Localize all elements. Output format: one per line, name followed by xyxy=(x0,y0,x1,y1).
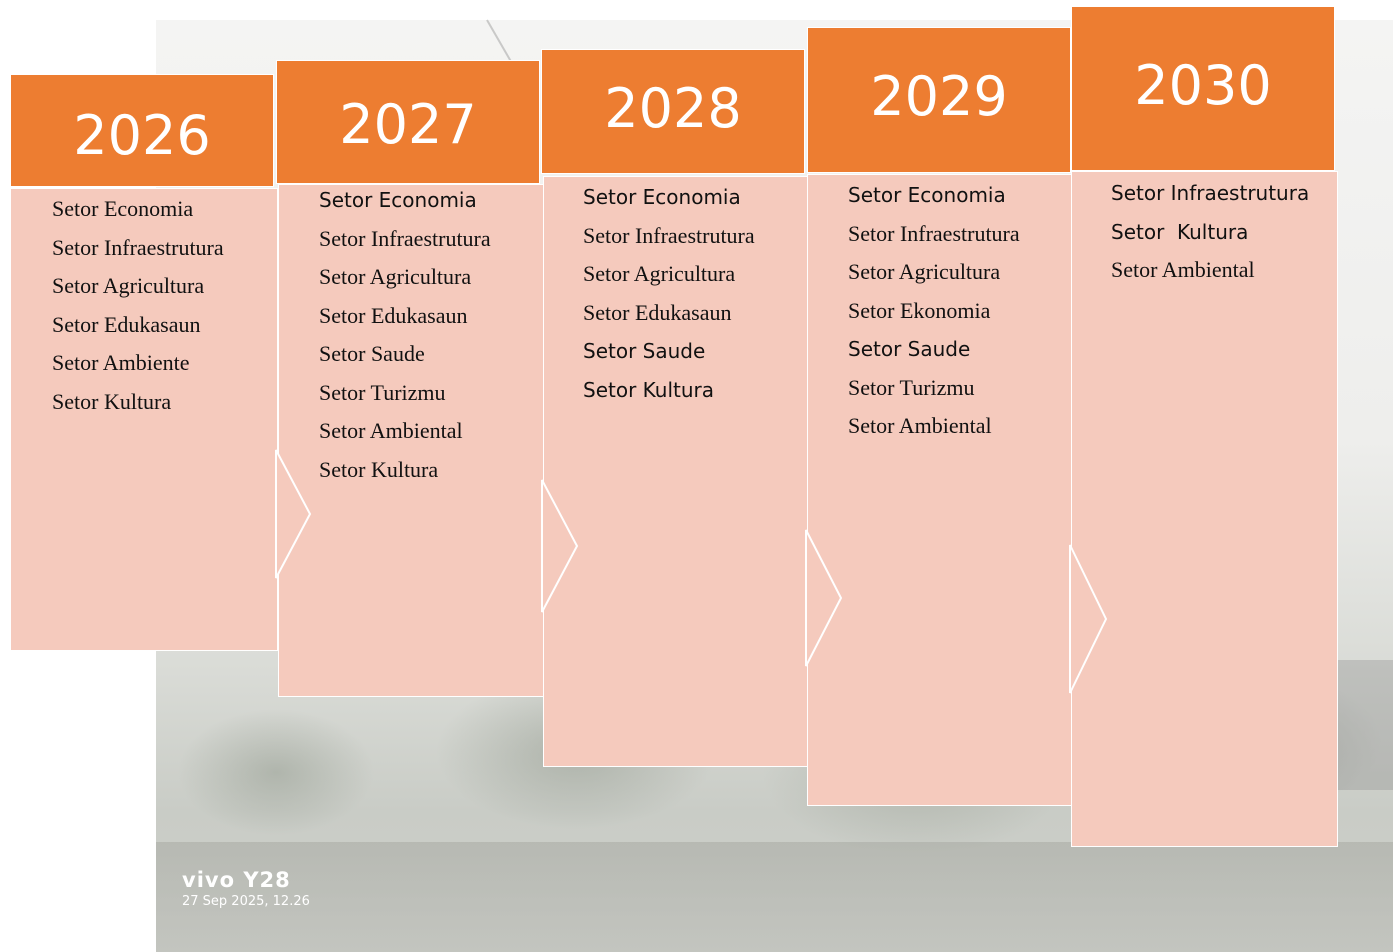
sector-item: Setor Ambiente xyxy=(52,350,190,375)
sector-list: Setor Economia Setor Infraestrutura Seto… xyxy=(319,181,491,489)
watermark-brand: vivo Y28 xyxy=(182,868,291,892)
sector-item: Setor Economia xyxy=(319,188,477,212)
sector-item: Setor Edukasaun xyxy=(52,311,201,337)
sector-item: Setor Economia xyxy=(848,183,1006,207)
chevron-arrow-icon xyxy=(275,449,312,579)
sector-item: Setor Ekonomia xyxy=(848,297,991,323)
sector-item: Setor Saude xyxy=(848,337,971,361)
column-body xyxy=(543,176,809,767)
camera-watermark: vivo Y28 27 Sep 2025, 12.26 xyxy=(182,868,310,909)
sector-item: Setor Infraestrutura xyxy=(583,222,755,248)
column-body xyxy=(1071,171,1338,847)
sector-item: Setor Agricultura xyxy=(52,273,205,298)
sector-item: Setor Kultura xyxy=(52,388,172,414)
year-header: 2027 xyxy=(276,60,540,184)
sector-item: Setor Infraestrutura xyxy=(319,225,491,251)
sector-list: Setor Economia Setor Infraestrutura Seto… xyxy=(583,178,755,409)
background-ground xyxy=(156,842,1393,952)
column-body xyxy=(807,174,1073,806)
sector-item: Setor Saude xyxy=(319,341,425,366)
sector-item: Setor Economia xyxy=(52,196,194,221)
sector-item: Setor Infraestrutura xyxy=(848,220,1020,246)
sector-item: Setor Economia xyxy=(583,185,741,209)
sector-item: Setor Kultura xyxy=(319,456,439,482)
year-header: 2029 xyxy=(807,27,1071,173)
sector-item: Setor Agricultura xyxy=(319,264,472,289)
column-body xyxy=(10,188,278,651)
year-header: 2030 xyxy=(1071,6,1335,171)
sector-item: Setor Kultura xyxy=(1111,219,1249,244)
sector-item: Setor Ambiental xyxy=(848,413,992,438)
chevron-arrow-icon xyxy=(541,479,579,613)
sector-list: Setor Economia Setor Infraestrutura Seto… xyxy=(52,190,224,421)
column-body xyxy=(278,184,545,697)
sector-item: Setor Ambiental xyxy=(319,418,463,443)
sector-item: Setor Agricultura xyxy=(848,259,1001,284)
chevron-arrow-icon xyxy=(1069,544,1108,694)
sector-item: Setor Edukasaun xyxy=(319,302,468,328)
sector-item: Setor Infraestrutura xyxy=(1111,181,1310,205)
sector-item: Setor Turizmu xyxy=(848,374,975,400)
sector-item: Setor Turizmu xyxy=(319,379,446,405)
chevron-arrow-icon xyxy=(805,529,843,667)
watermark-timestamp: 27 Sep 2025, 12.26 xyxy=(182,894,310,909)
sector-item: Setor Edukasaun xyxy=(583,299,732,325)
sector-item: Setor Agricultura xyxy=(583,261,736,286)
sector-list: Setor Infraestrutura Setor Kultura Setor… xyxy=(1111,174,1309,290)
sector-item: Setor Kultura xyxy=(583,377,715,402)
year-header: 2026 xyxy=(10,74,274,187)
sector-item: Setor Ambiental xyxy=(1111,257,1255,282)
year-header: 2028 xyxy=(541,49,805,174)
sector-item: Setor Saude xyxy=(583,339,706,363)
sector-list: Setor Economia Setor Infraestrutura Seto… xyxy=(848,176,1020,446)
sector-item: Setor Infraestrutura xyxy=(52,234,224,260)
